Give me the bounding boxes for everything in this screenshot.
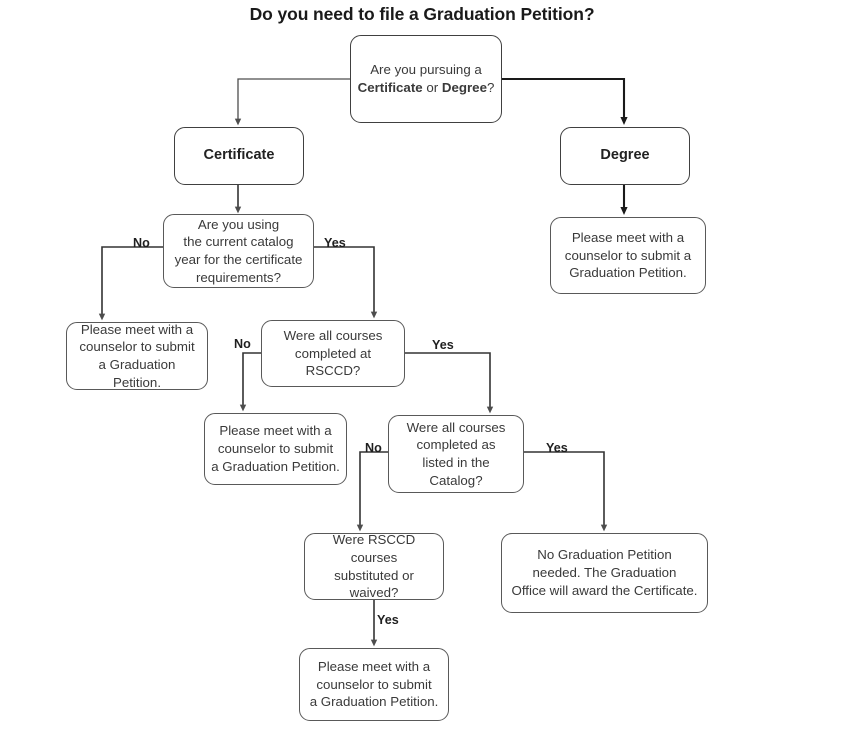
edge-label-substituted-yes: Yes [377,613,399,627]
node-rsccd-no-outcome-label: Please meet with a counselor to submit a… [211,423,340,474]
page-title: Do you need to file a Graduation Petitio… [249,4,595,24]
node-degree[interactable]: Degree [560,127,690,185]
edge-label-catalog-listed-yes: Yes [546,441,568,455]
root-bold-degree: Degree [441,80,487,95]
node-catalog-year-no-outcome[interactable]: Please meet with a counselor to submit a… [66,322,208,390]
wire-catalog-year-yes [314,246,378,319]
root-bold-certificate: Certificate [357,80,423,95]
node-rsccd-question[interactable]: Were all courses completed at RSCCD? [261,320,405,387]
node-rsccd-no-outcome[interactable]: Please meet with a counselor to submit a… [204,413,347,485]
node-no-petition-outcome-label: No Graduation Petition needed. The Gradu… [511,547,698,598]
edge-label-catalog-year-yes: Yes [324,236,346,250]
edge-label-catalog-listed-no: No [365,441,382,455]
node-substituted-yes-outcome-label: Please meet with a counselor to submit a… [309,658,439,710]
wire-root-to-certificate [234,78,350,126]
node-catalog-year-question-label: Are you using the current catalog year f… [174,216,303,285]
node-degree-outcome-label: Please meet with a counselor to submit a… [564,229,692,281]
node-catalog-listed-question[interactable]: Were all courses completed as listed in … [388,415,524,493]
node-substituted-question-label: Were RSCCD courses substituted or waived… [332,532,416,601]
node-catalog-listed-question-label: Were all courses completed as listed in … [406,419,506,488]
node-rsccd-question-label: Were all courses completed at RSCCD? [283,327,383,379]
node-certificate-label: Certificate [203,147,275,164]
edge-label-rsccd-no: No [234,337,251,351]
node-catalog-year-question[interactable]: Are you using the current catalog year f… [163,214,314,288]
node-degree-outcome[interactable]: Please meet with a counselor to submit a… [550,217,706,294]
edge-label-rsccd-yes: Yes [432,338,454,352]
wire-rsccd-no [239,352,261,412]
node-catalog-year-no-outcome-label: Please meet with a counselor to submit a… [79,321,195,390]
node-certificate[interactable]: Certificate [174,127,304,185]
wire-catalog-listed-yes [524,451,608,532]
wire-root-to-degree [502,77,628,125]
node-no-petition-outcome[interactable]: No Graduation Petition needed. The Gradu… [501,533,708,613]
node-substituted-yes-outcome[interactable]: Please meet with a counselor to submit a… [299,648,449,721]
wire-catalog-year-no [98,246,163,321]
wire-rsccd-yes [405,352,494,414]
wire-catalog-listed-no [356,451,388,532]
node-substituted-question[interactable]: Were RSCCD courses substituted or waived… [304,532,444,601]
edge-label-catalog-year-no: No [133,236,150,250]
node-degree-label: Degree [600,147,650,164]
